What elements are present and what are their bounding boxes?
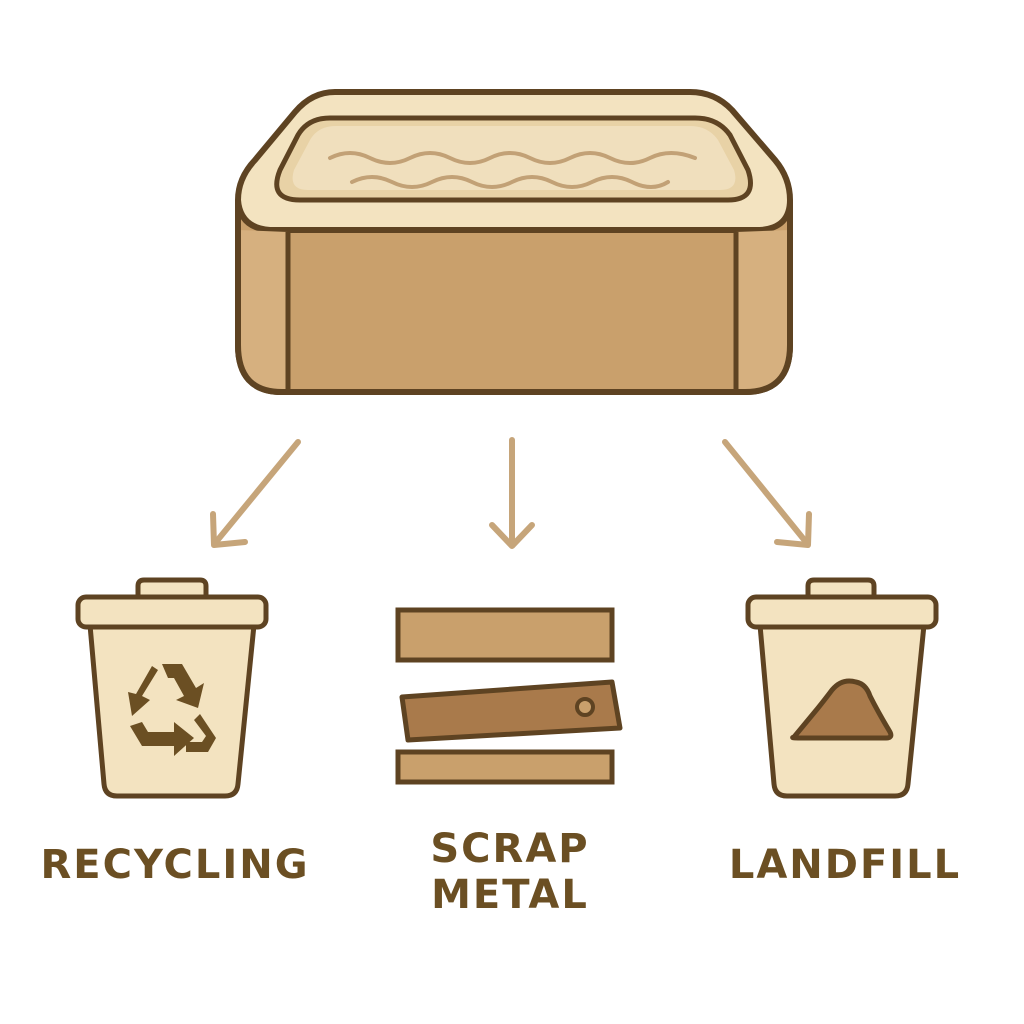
hot-tub-icon [235, 89, 793, 395]
scrap-metal-label-line1: SCRAP [430, 826, 590, 872]
recycling-label: RECYCLING [20, 842, 330, 888]
recycling-label-text: RECYCLING [40, 842, 310, 888]
dirt-mound-icon [790, 678, 894, 741]
arrow-to-landfill [722, 439, 809, 545]
scrap-metal-bars-icon [395, 607, 623, 785]
landfill-label: LANDFILL [700, 842, 990, 888]
arrow-to-recycling [213, 439, 301, 545]
scrap-metal-label: SCRAP METAL [380, 826, 640, 918]
landfill-label-text: LANDFILL [728, 842, 962, 888]
trash-bin-icon [745, 577, 939, 799]
flow-arrows [210, 437, 812, 549]
recycling-bin-icon [75, 577, 269, 799]
recycle-symbol-icon [128, 664, 216, 756]
scrap-metal-label-line2: METAL [431, 872, 589, 918]
